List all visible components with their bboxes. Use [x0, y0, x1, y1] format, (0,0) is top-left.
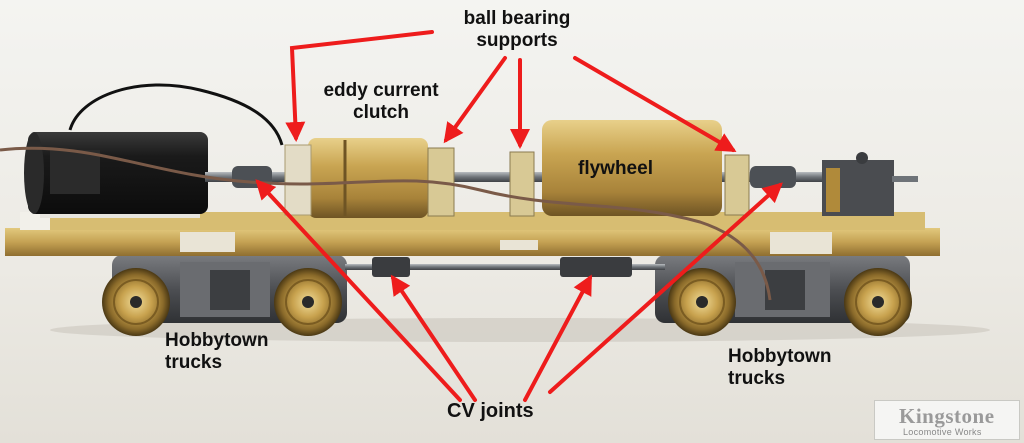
label-hobbytown-trucks-right: Hobbytown trucks	[728, 346, 831, 390]
shaft-coupler-2	[750, 166, 796, 188]
drive-shaft-lower	[345, 257, 665, 277]
label-eddy-current-clutch: eddy current clutch	[306, 80, 456, 124]
logo-subtitle: Locomotive Works	[903, 427, 982, 437]
brown-wire	[0, 146, 772, 301]
wheel-3	[668, 268, 736, 336]
bearing-support-3	[509, 151, 535, 217]
bearing-support-4	[724, 154, 750, 216]
gearbox	[822, 152, 918, 216]
label-hobbytown-right-line1: Hobbytown	[728, 346, 832, 367]
wheel-4	[844, 268, 912, 336]
annotation-arrows	[255, 30, 783, 402]
wheel-1	[102, 268, 170, 336]
label-ball-bearing-supports: ball bearing supports	[432, 8, 602, 52]
motor-wire	[68, 83, 284, 146]
brass-frame	[5, 212, 940, 256]
label-hobbytown-trucks-left: Hobbytown trucks	[165, 330, 268, 374]
label-hobbytown-left-line2: trucks	[165, 351, 223, 373]
label-eddy-line1: eddy current	[323, 80, 439, 101]
eddy-current-clutch	[308, 138, 428, 218]
label-eddy-line2: clutch	[353, 101, 409, 123]
label-ball-bearing-line1: ball bearing	[463, 8, 571, 29]
label-cv-joints: CV joints	[447, 400, 534, 422]
wheel-2	[274, 268, 342, 336]
bearing-support-1	[284, 144, 312, 216]
logo-brand: Kingstone	[899, 404, 995, 428]
motor	[24, 132, 208, 214]
label-hobbytown-left-line1: Hobbytown	[165, 330, 269, 351]
shaft-coupler-1	[232, 166, 272, 188]
flywheel	[542, 120, 722, 216]
kingstone-logo: Kingstone Locomotive Works	[874, 400, 1020, 440]
label-hobbytown-right-line2: trucks	[728, 367, 786, 389]
label-flywheel: flywheel	[578, 158, 653, 179]
label-ball-bearing-line2: supports	[476, 29, 558, 51]
